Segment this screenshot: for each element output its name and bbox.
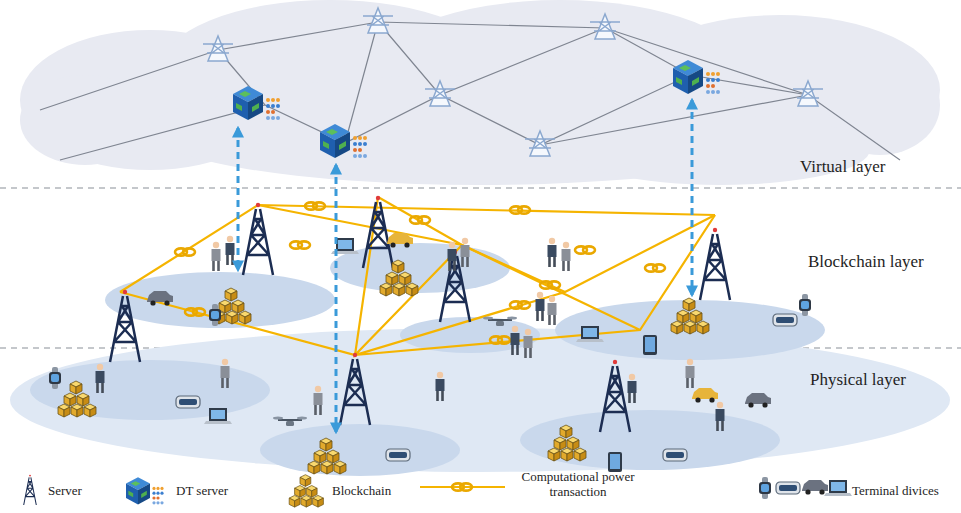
layer-label: Virtual layer xyxy=(800,157,885,177)
virtual-links xyxy=(40,22,900,160)
cloud xyxy=(20,0,940,185)
layer-label: Physical layer xyxy=(810,370,906,390)
blockchains xyxy=(58,260,709,474)
people-and-devices xyxy=(49,233,811,472)
cloud-servers xyxy=(203,8,823,158)
legend-text: Computational power transaction xyxy=(508,469,648,499)
layer-label: Blockchain layer xyxy=(808,252,924,272)
twin-mapping-arrows xyxy=(238,100,692,432)
legend-text: Server xyxy=(48,483,82,498)
chain-links xyxy=(175,202,665,343)
legend-text: Terminal divices xyxy=(852,483,939,498)
legend-text: Blockchain xyxy=(332,483,391,498)
legend-text: DT server xyxy=(176,483,228,498)
transaction-links xyxy=(120,197,715,355)
coverage-areas xyxy=(10,243,950,476)
servers xyxy=(110,196,730,432)
legend-samples xyxy=(24,475,852,507)
